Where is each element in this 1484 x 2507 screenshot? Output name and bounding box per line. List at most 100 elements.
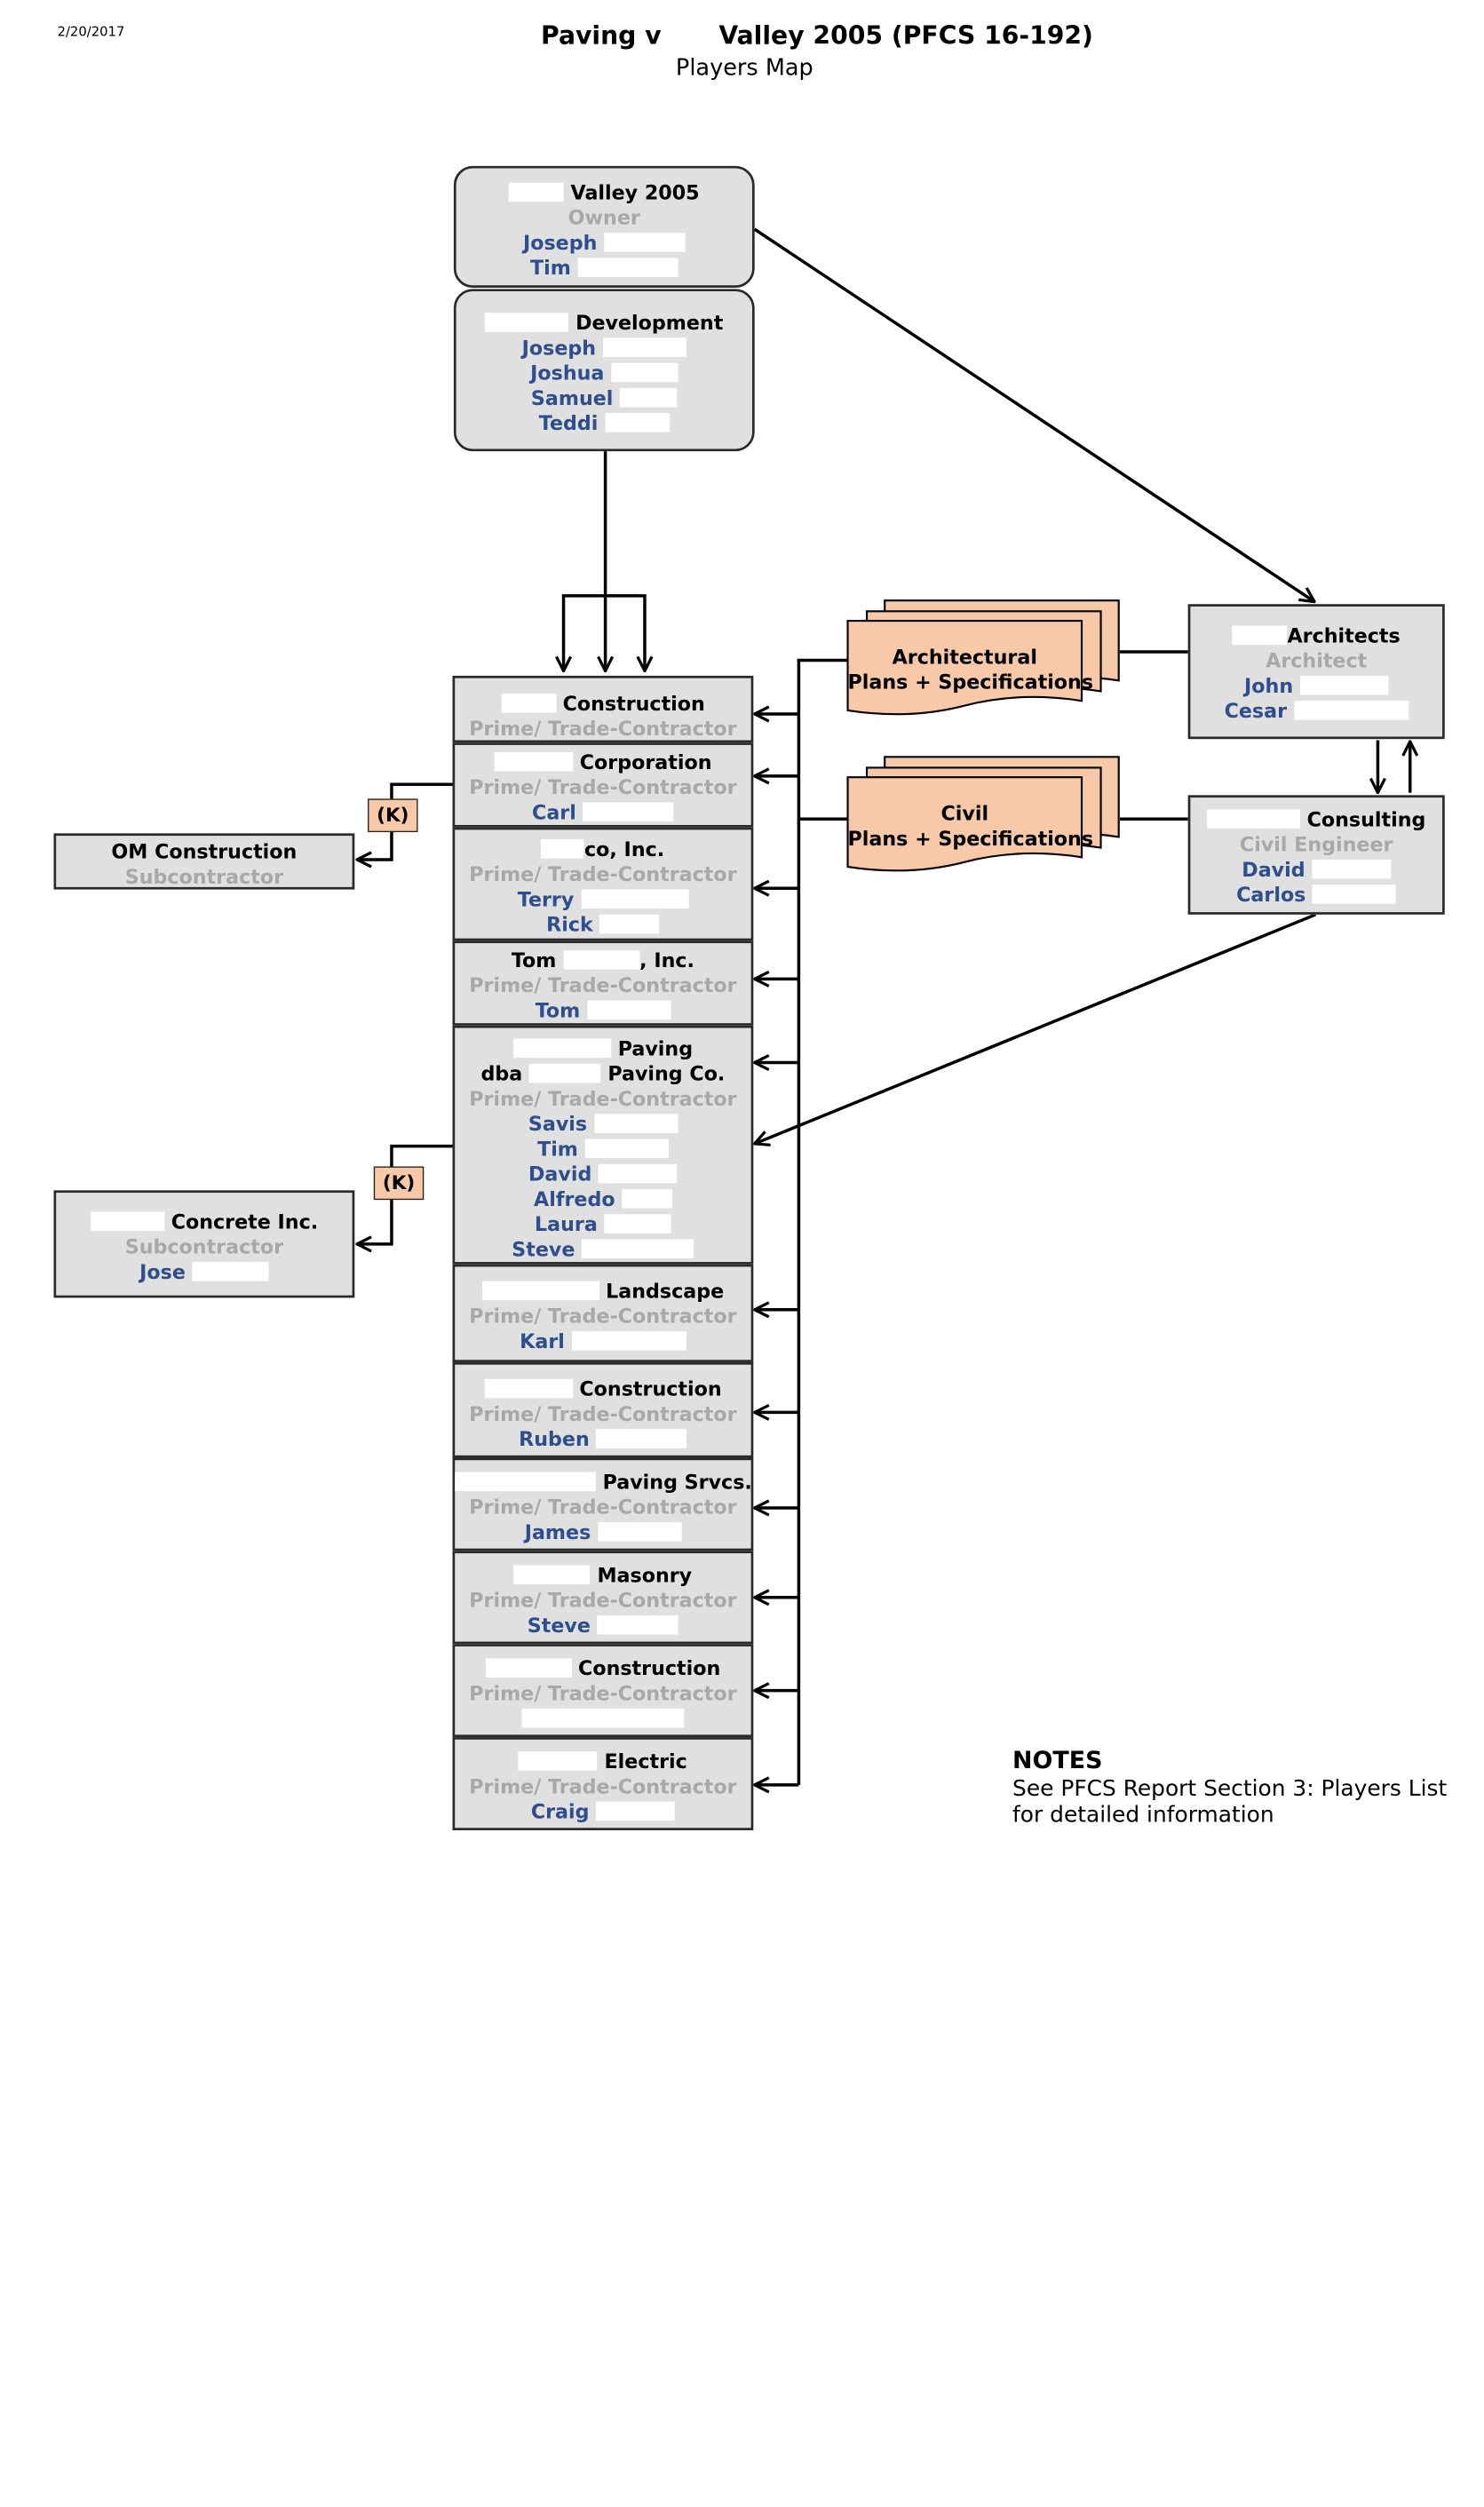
contractor-box-3: co, Inc. Prime/ Trade-Contractor Terry R… (452, 827, 754, 941)
owner-box: Valley 2005 Owner Joseph Tim (453, 165, 755, 289)
redaction (611, 362, 679, 383)
redaction (604, 1214, 671, 1234)
contractor-8-person: James (524, 1520, 591, 1544)
civil-doc-title: Civil (940, 802, 989, 825)
contractor-10-name: Construction (578, 1657, 721, 1680)
contractor-9-role: Prime/ Trade-Contractor (469, 1589, 737, 1612)
redaction (620, 387, 678, 408)
redaction (485, 313, 569, 332)
redaction (1313, 885, 1397, 904)
contractor-6-person: Karl (520, 1329, 565, 1353)
redaction (513, 1565, 591, 1585)
redaction (528, 1063, 601, 1083)
owner-person-2: Tim (529, 257, 571, 280)
subcontractor-om-box: OM Construction Subcontractor (53, 833, 355, 890)
redaction (599, 1163, 678, 1184)
contract-marker-om: (K) (368, 798, 418, 833)
contractor-6-name: Landscape (606, 1280, 725, 1303)
redaction (598, 1522, 682, 1542)
contractor-3-role: Prime/ Trade-Contractor (469, 863, 737, 886)
contractor-5-dba-name: Paving Co. (607, 1062, 726, 1086)
contractor-2-role: Prime/ Trade-Contractor (469, 775, 737, 799)
civil-person-1: David (1242, 858, 1305, 882)
contractor-3-person-2: Rick (546, 913, 593, 937)
redaction (500, 694, 556, 713)
redaction (508, 182, 564, 202)
title-left: Paving v (541, 21, 662, 51)
arch-doc-subtitle: Plans + Specifications (847, 670, 1094, 694)
contractor-box-10: Construction Prime/ Trade-Contractor (452, 1644, 754, 1738)
redaction (596, 1801, 675, 1821)
contractor-box-1: Construction Prime/ Trade-Contractor (452, 675, 754, 743)
redaction (599, 914, 660, 934)
arch-doc-stack (846, 599, 1120, 716)
contractor-box-5-paving: Paving dba Paving Co. Prime/ Trade-Contr… (452, 1025, 754, 1265)
redaction (1312, 859, 1392, 879)
redaction (596, 1429, 687, 1448)
contractor-5-person-3: David (528, 1162, 592, 1186)
contractor-box-4: Tom , Inc. Prime/ Trade-Contractor Tom (452, 940, 754, 1026)
distribution-bus (797, 658, 848, 1785)
civil-name: Consulting (1306, 808, 1426, 831)
contractor-1-name: Construction (562, 692, 705, 716)
redaction (455, 1472, 596, 1492)
architect-role: Architect (1266, 649, 1368, 672)
contractor-5-person-4: Alfredo (534, 1187, 615, 1211)
contractor-8-role: Prime/ Trade-Contractor (469, 1495, 737, 1519)
redaction (582, 1239, 694, 1258)
redaction (1293, 701, 1409, 720)
owner-name: Valley 2005 (570, 181, 700, 204)
contractor-9-person: Steve (527, 1614, 591, 1638)
connector-lines (0, 227, 1484, 1865)
contractor-5-person-2: Tim (537, 1138, 578, 1161)
redaction (1299, 675, 1389, 695)
redaction (90, 1211, 164, 1232)
developer-name: Development (575, 311, 724, 335)
redaction (521, 1708, 685, 1728)
page-subtitle: Players Map (675, 54, 813, 82)
redaction (622, 1189, 672, 1209)
architect-box: Architects Architect John Cesar (1187, 604, 1445, 740)
contractor-2-name: Corporation (579, 750, 712, 774)
contractor-9-name: Masonry (597, 1564, 693, 1587)
contractor-11-name: Electric (604, 1749, 687, 1773)
contractor-5-name: Paving (617, 1037, 694, 1060)
redaction (581, 889, 689, 909)
developer-person-3: Samuel (530, 386, 614, 410)
owner-architect-arrow (753, 227, 1315, 601)
contractor-box-2: Corporation Prime/ Trade-Contractor Carl (452, 742, 754, 828)
contractor-7-name: Construction (579, 1377, 722, 1400)
redaction (481, 1281, 599, 1301)
contractor-7-person: Ruben (519, 1427, 590, 1451)
subcontractor-om-name: OM Construction (111, 840, 298, 864)
developer-person-2: Joshua (530, 361, 605, 385)
redaction (192, 1262, 269, 1281)
redaction (604, 233, 686, 252)
contractor-5-person-6: Steve (512, 1238, 575, 1261)
redaction (484, 1378, 573, 1399)
contractor-4-role: Prime/ Trade-Contractor (469, 974, 737, 997)
redaction (571, 1331, 686, 1351)
redaction (583, 802, 674, 821)
dev-down-arrow-right (605, 594, 645, 671)
architect-person-2: Cesar (1224, 699, 1288, 723)
contractor-10-role: Prime/ Trade-Contractor (469, 1682, 737, 1705)
redaction (593, 1114, 678, 1133)
contractor-3-name: co, Inc. (584, 837, 665, 861)
contractor-5-person-1: Savis (528, 1112, 588, 1136)
civil-role: Civil Engineer (1239, 833, 1393, 856)
contractor-box-6: Landscape Prime/ Trade-Contractor Karl (452, 1264, 754, 1362)
redaction (541, 839, 585, 859)
contractor-2-person: Carl (532, 801, 576, 824)
notes-text: See PFCS Report Section 3: Players List … (1012, 1776, 1447, 1829)
subcontractor-concrete-name: Concrete Inc. (171, 1210, 319, 1234)
civil-engineer-box: Consulting Civil Engineer David Carlos (1187, 795, 1445, 915)
redaction (1206, 809, 1300, 829)
contractor-8-name: Paving Srvcs. (602, 1471, 752, 1494)
notes-line-1: See PFCS Report Section 3: Players List (1012, 1776, 1448, 1802)
contractor-box-7: Construction Prime/ Trade-Contractor Rub… (452, 1361, 754, 1458)
redaction (512, 1038, 611, 1059)
architect-name: Architects (1287, 624, 1401, 647)
contractor-box-9: Masonry Prime/ Trade-Contractor Steve (452, 1551, 754, 1645)
contractor-4-name-b: , Inc. (639, 948, 694, 972)
